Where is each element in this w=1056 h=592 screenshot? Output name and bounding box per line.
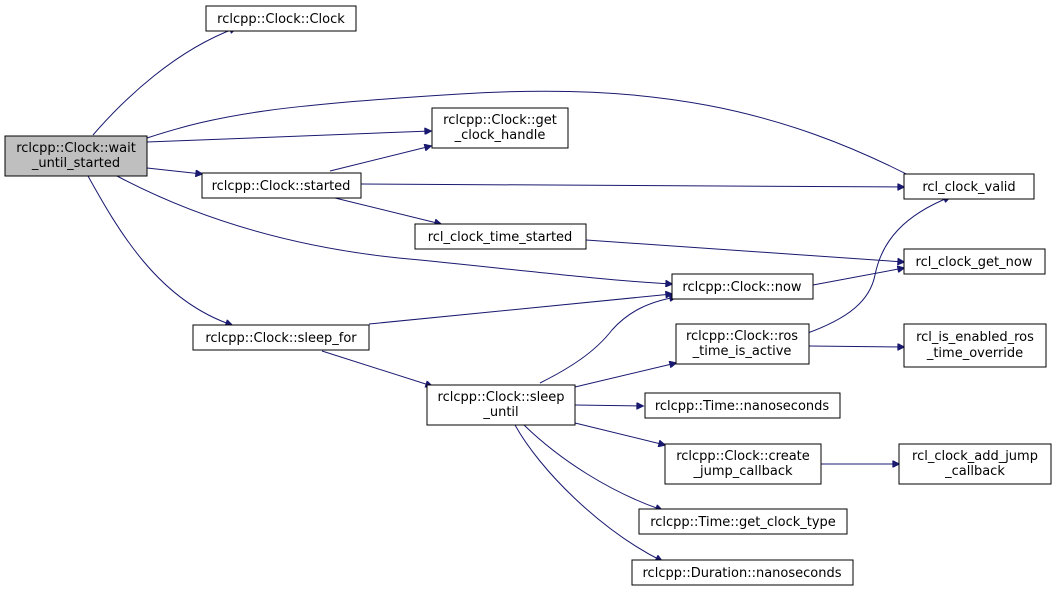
node-get-clock-handle-line-1: rclcpp::Clock::get (443, 113, 557, 128)
node-root-wait-until-started: rclcpp::Clock::wait _until_started (4, 135, 148, 177)
node-clock-constructor[interactable]: rclcpp::Clock::Clock (205, 5, 357, 32)
node-rcl-clock-time-started-label: rcl_clock_time_started (428, 230, 573, 245)
edge-root-to-rcl-clock-valid (146, 90, 918, 180)
node-rcl-clock-valid[interactable]: rcl_clock_valid (903, 173, 1035, 200)
edge-root-to-started (146, 167, 202, 174)
node-get-clock-handle[interactable]: rclcpp::Clock::get _clock_handle (431, 107, 569, 149)
edge-now-to-rcl-clock-get-now (812, 268, 904, 286)
node-started[interactable]: rclcpp::Clock::started (201, 172, 362, 199)
node-time-get-clock-type-label: rclcpp::Time::get_clock_type (650, 515, 836, 530)
node-ros-time-is-active-line-2: _time_is_active (692, 344, 792, 359)
edge-sleep-until-to-time-nanoseconds (574, 405, 643, 406)
node-create-jump-callback-line-2: _jump_callback (693, 464, 793, 479)
edge-started-to-get-clock-handle (329, 146, 431, 172)
edge-sleep-until-to-now (539, 297, 676, 384)
node-sleep-until-line-1: rclcpp::Clock::sleep (438, 390, 565, 405)
node-clock-constructor-label: rclcpp::Clock::Clock (217, 12, 345, 27)
node-rcl-clock-valid-label: rcl_clock_valid (922, 180, 1015, 195)
node-duration-nanoseconds-label: rclcpp::Duration::nanoseconds (643, 566, 842, 581)
edge-ros-time-is-active-to-rcl-clock-valid (804, 197, 950, 335)
edge-root-to-get-clock-handle (146, 131, 431, 143)
edge-root-to-now (116, 175, 672, 284)
node-ros-time-is-active-line-1: rclcpp::Clock::ros (686, 329, 798, 344)
edge-root-to-sleep-for (87, 175, 232, 325)
edge-sleep-until-to-duration-nanoseconds (514, 424, 662, 561)
node-sleep-until-line-2: _until (482, 405, 518, 420)
edge-sleep-for-to-sleep-until (321, 350, 432, 386)
edges (87, 28, 950, 561)
node-rcl-is-enabled-line-2: _time_override (926, 346, 1023, 361)
edge-sleep-until-to-time-get-clock-type (523, 424, 662, 510)
edge-ros-time-is-active-to-rcl-is-enabled (808, 346, 904, 347)
node-create-jump-callback[interactable]: rclcpp::Clock::create _jump_callback (664, 443, 822, 485)
node-sleep-until[interactable]: rclcpp::Clock::sleep _until (426, 384, 576, 426)
edge-started-to-rcl-clock-time-started (334, 197, 441, 224)
node-time-nanoseconds[interactable]: rclcpp::Time::nanoseconds (644, 392, 841, 419)
edge-sleep-for-to-now (368, 294, 672, 325)
node-rcl-clock-add-jump-callback-line-1: rcl_clock_add_jump (912, 449, 1038, 464)
node-create-jump-callback-line-1: rclcpp::Clock::create (676, 449, 810, 464)
node-clock-now[interactable]: rclcpp::Clock::now (671, 273, 814, 300)
node-time-get-clock-type[interactable]: rclcpp::Time::get_clock_type (638, 508, 848, 535)
node-root-line-1: rclcpp::Clock::wait (16, 141, 136, 156)
nodes: rclcpp::Clock::wait _until_started rclcp… (4, 5, 1052, 586)
edge-root-to-clock-ctor (92, 28, 236, 136)
node-rcl-clock-add-jump-callback-line-2: _callback (944, 464, 1005, 479)
node-rcl-is-enabled-line-1: rcl_is_enabled_ros (916, 330, 1034, 345)
node-sleep-for-label: rclcpp::Clock::sleep_for (205, 331, 357, 346)
node-rcl-is-enabled-ros-time-override[interactable]: rcl_is_enabled_ros _time_override (903, 323, 1047, 368)
node-rcl-clock-get-now[interactable]: rcl_clock_get_now (903, 248, 1046, 275)
edge-sleep-until-to-ros-time-is-active (574, 363, 676, 388)
node-rcl-clock-time-started[interactable]: rcl_clock_time_started (414, 223, 587, 250)
edge-sleep-until-to-create-jump-callback (574, 422, 665, 445)
node-time-nanoseconds-label: rclcpp::Time::nanoseconds (655, 399, 830, 414)
node-root-line-2: _until_started (31, 156, 120, 171)
node-clock-now-label: rclcpp::Clock::now (682, 280, 802, 295)
node-rcl-clock-get-now-label: rcl_clock_get_now (916, 255, 1033, 270)
node-started-label: rclcpp::Clock::started (212, 179, 351, 194)
edge-started-to-rcl-clock-valid (360, 184, 904, 187)
node-ros-time-is-active[interactable]: rclcpp::Clock::ros _time_is_active (675, 323, 810, 365)
node-duration-nanoseconds[interactable]: rclcpp::Duration::nanoseconds (631, 559, 854, 586)
node-get-clock-handle-line-2: _clock_handle (454, 128, 546, 143)
edge-rcl-clock-time-started-to-rcl-clock-get-now (585, 239, 904, 262)
node-rcl-clock-add-jump-callback[interactable]: rcl_clock_add_jump _callback (898, 443, 1052, 485)
node-sleep-for[interactable]: rclcpp::Clock::sleep_for (192, 324, 370, 351)
